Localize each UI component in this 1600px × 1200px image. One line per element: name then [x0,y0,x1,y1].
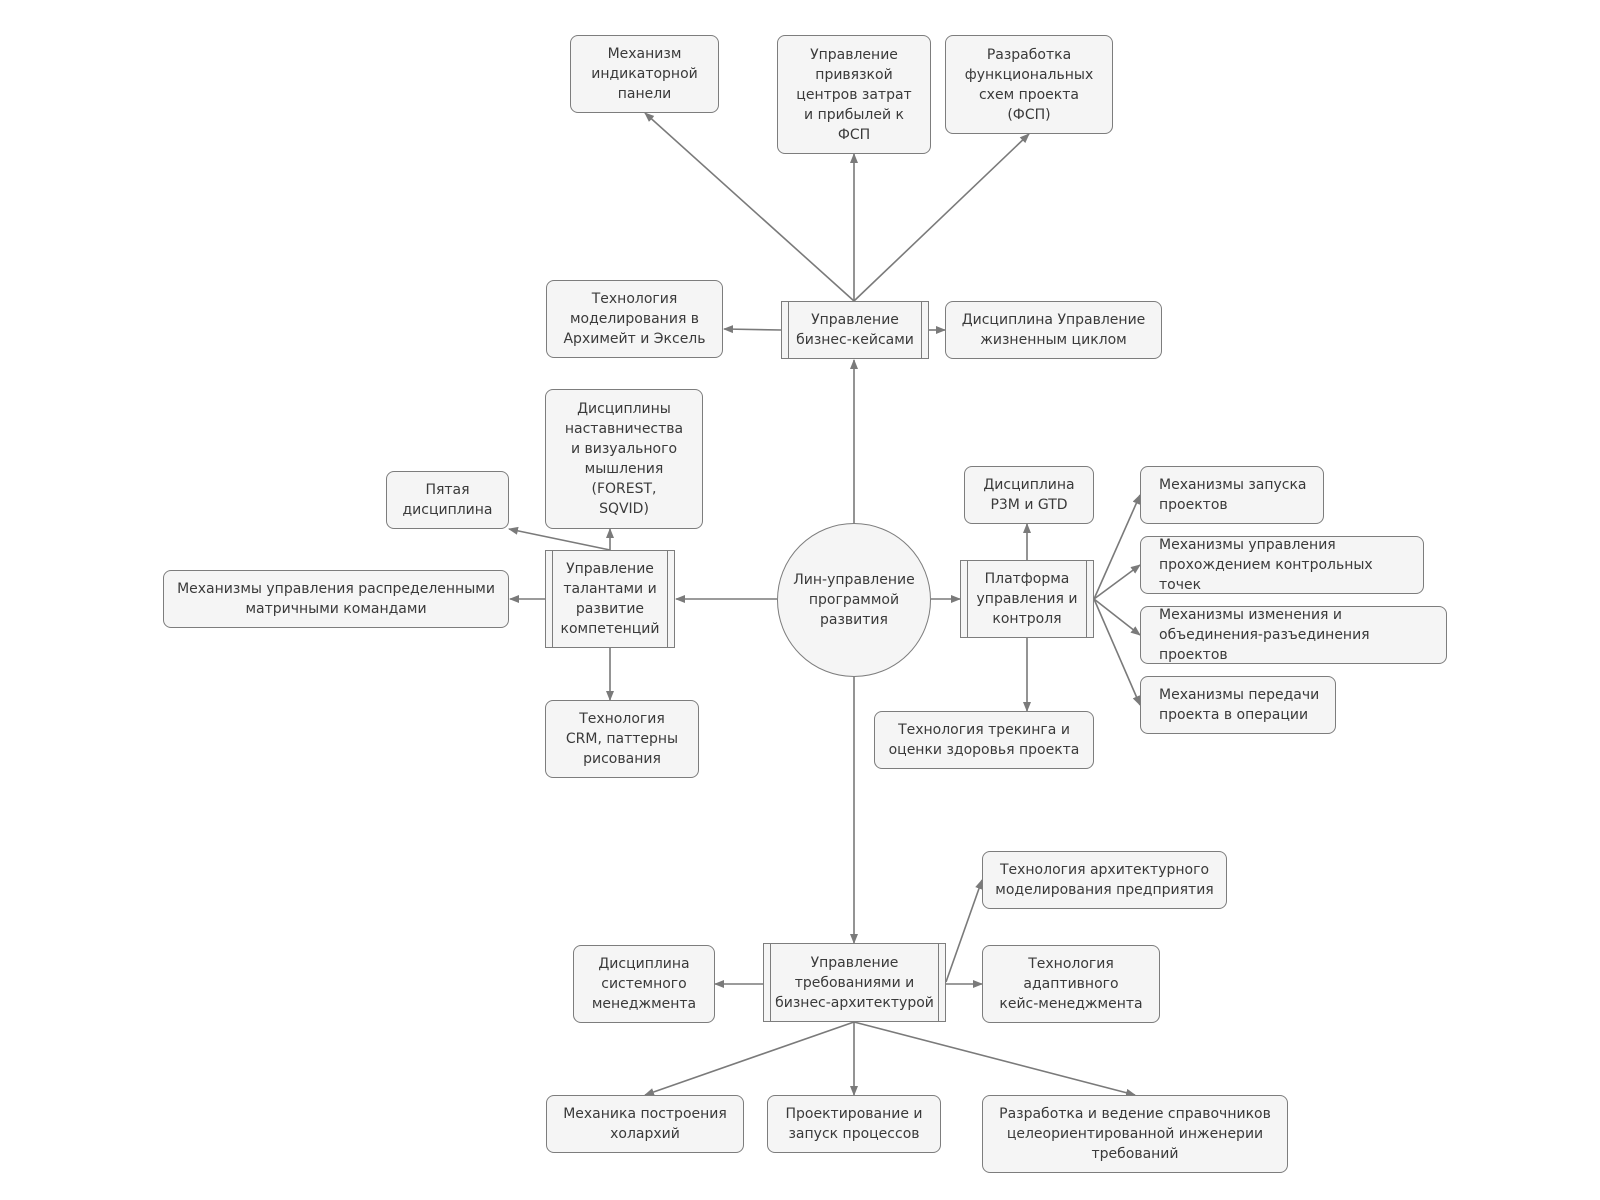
node-fsp[interactable]: Разработка функциональных схем проекта (… [945,35,1113,134]
node-tracking[interactable]: Технология трекинга и оценки здоровья пр… [874,711,1094,769]
connector-platform-launch [1093,494,1141,600]
connector-platform-merge [1093,598,1141,636]
node-merge[interactable]: Механизмы изменения и объединения-разъед… [1140,606,1447,664]
node-matrix-teams[interactable]: Механизмы управления распределенными мат… [163,570,509,628]
hub-talents[interactable]: Управление талантами и развитие компетен… [545,550,675,648]
node-fifth-discipline-label: Пятая дисциплина [402,482,493,518]
node-mentoring[interactable]: Дисциплины наставничества и визуального … [545,389,703,529]
connector-business-dashboard [644,112,855,302]
node-archimate-label: Технология моделирования в Архимейт и Эк… [563,291,706,347]
node-launch[interactable]: Механизмы запуска проектов [1140,466,1324,524]
node-launch-label: Механизмы запуска проектов [1159,477,1307,513]
node-adaptive[interactable]: Технология адаптивного кейс-менеджмента [982,945,1160,1023]
node-checkpoints-label: Механизмы управления прохождением контро… [1159,537,1373,593]
node-system-mgmt[interactable]: Дисциплина системного менеджмента [573,945,715,1023]
node-fsp-label: Разработка функциональных схем проекта (… [964,46,1094,123]
node-dashboard-label: Механизм индикаторной панели [591,46,698,102]
node-crm[interactable]: Технология CRM, паттерны рисования [545,700,699,778]
node-tracking-label: Технология трекинга и оценки здоровья пр… [888,722,1080,758]
node-merge-label: Механизмы изменения и объединения-разъед… [1159,607,1370,663]
node-dashboard[interactable]: Механизм индикаторной панели [570,35,719,113]
node-holarchy-label: Механика построения холархий [563,1106,727,1142]
connector-requirements-reference [853,1021,1136,1097]
node-holarchy[interactable]: Механика построения холархий [546,1095,744,1153]
node-transfer[interactable]: Механизмы передачи проекта в операции [1140,676,1336,734]
connector-platform-checkpoints [1093,564,1141,600]
hub-business-cases-label: Управление бизнес-кейсами [796,312,914,348]
connector-requirements-holarchy [644,1021,855,1096]
node-reference[interactable]: Разработка и ведение справочников целеор… [982,1095,1288,1173]
hub-talents-label: Управление талантами и развитие компетен… [560,561,660,637]
node-cost-centers-label: Управление привязкой центров затрат и пр… [796,46,912,143]
node-adaptive-label: Технология адаптивного кейс-менеджмента [999,956,1143,1012]
connector-business-fsp [853,133,1030,302]
hub-requirements-label: Управление требованиями и бизнес-архитек… [775,954,934,1011]
node-lifecycle-label: Дисциплина Управление жизненным циклом [961,312,1146,348]
node-enterprise-arch[interactable]: Технология архитектурного моделирования … [982,851,1227,909]
connector-talents-fifth [508,526,611,551]
node-transfer-label: Механизмы передачи проекта в операции [1159,687,1320,723]
connector-requirements-enterprise-arch [945,879,983,983]
node-reference-label: Разработка и ведение справочников целеор… [999,1106,1271,1162]
hub-requirements[interactable]: Управление требованиями и бизнес-архитек… [763,943,946,1022]
hub-platform-label: Платформа управления и контроля [976,571,1078,627]
connector-platform-transfer [1093,598,1141,706]
node-system-mgmt-label: Дисциплина системного менеджмента [591,956,697,1012]
node-archimate[interactable]: Технология моделирования в Архимейт и Эк… [546,280,723,358]
node-processes[interactable]: Проектирование и запуск процессов [767,1095,941,1153]
node-p3m-label: Дисциплина P3M и GTD [983,477,1075,513]
node-p3m[interactable]: Дисциплина P3M и GTD [964,466,1094,524]
center-node-label: Лин-управление программой развития [793,572,915,628]
node-mentoring-label: Дисциплины наставничества и визуального … [564,401,684,517]
node-cost-centers[interactable]: Управление привязкой центров затрат и пр… [777,35,931,154]
center-node[interactable]: Лин-управление программой развития [777,523,931,677]
node-crm-label: Технология CRM, паттерны рисования [565,711,679,767]
node-enterprise-arch-label: Технология архитектурного моделирования … [995,862,1214,898]
node-checkpoints[interactable]: Механизмы управления прохождением контро… [1140,536,1424,594]
node-processes-label: Проектирование и запуск процессов [785,1106,923,1142]
hub-platform[interactable]: Платформа управления и контроля [960,560,1094,638]
connector-business-archimate [723,325,782,334]
hub-business-cases[interactable]: Управление бизнес-кейсами [781,301,929,359]
node-matrix-teams-label: Механизмы управления распределенными мат… [177,581,495,617]
node-lifecycle[interactable]: Дисциплина Управление жизненным циклом [945,301,1162,359]
node-fifth-discipline[interactable]: Пятая дисциплина [386,471,509,529]
